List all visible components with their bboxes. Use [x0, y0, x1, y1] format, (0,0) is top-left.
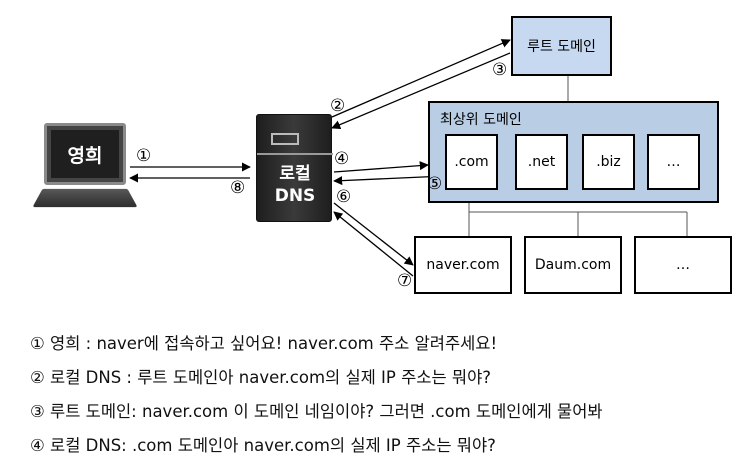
arrow-step6: [333, 202, 414, 266]
step-8-marker: ⑧: [230, 178, 246, 198]
laptop-icon: 영희: [44, 123, 126, 185]
note-1: ① 영희 : naver에 접속하고 싶어요! naver.com 주소 알려주…: [30, 334, 498, 353]
arrow-step5: [333, 175, 446, 186]
tld-net-box: .net: [515, 134, 568, 190]
laptop-screen: 영희: [51, 130, 119, 178]
daum-box: Daum.com: [524, 236, 622, 294]
tld-more-box: …: [647, 134, 700, 190]
daum-label: Daum.com: [534, 257, 612, 273]
step-7-marker: ⑦: [397, 271, 413, 291]
step-5-marker: ⑤: [427, 174, 443, 194]
naver-label: naver.com: [426, 257, 500, 273]
laptop-user-label: 영희: [67, 144, 103, 167]
local-dns-label-2: DNS: [274, 186, 316, 206]
arrow-step2: [331, 39, 511, 118]
note-3: ③ 루트 도메인: naver.com 이 도메인 네임이야? 그러면 .com…: [30, 402, 603, 421]
tld-more-label: …: [666, 154, 681, 170]
local-dns-server-icon: 로컬 DNS: [256, 114, 333, 222]
naver-box: naver.com: [414, 236, 512, 294]
root-domain-box: 루트 도메인: [511, 16, 612, 76]
tld-group-label: 최상위 도메인: [440, 112, 522, 128]
server-drive-slot: [271, 133, 299, 145]
tld-biz-box: .biz: [582, 134, 635, 190]
step-4-marker: ④: [334, 149, 350, 169]
step-6-marker: ⑥: [336, 187, 352, 207]
local-dns-label-1: 로컬: [279, 164, 311, 184]
step-1-marker: ①: [136, 146, 152, 166]
second-more-label: …: [676, 257, 690, 273]
tld-com-box: .com: [445, 134, 498, 190]
tld-biz-label: .biz: [596, 154, 621, 170]
note-2: ② 로컬 DNS : 루트 도메인아 naver.com의 실제 IP 주소는 …: [30, 368, 492, 387]
arrow-step3: [331, 52, 511, 130]
root-domain-label: 루트 도메인: [527, 39, 596, 55]
arrow-step7: [333, 211, 414, 277]
step-2-marker: ②: [330, 96, 346, 116]
tld-net-label: .net: [527, 154, 556, 170]
server-top-line: [257, 153, 333, 155]
laptop-base: [32, 188, 138, 208]
second-more-box: …: [634, 236, 732, 294]
step-3-marker: ③: [492, 60, 508, 80]
note-4: ④ 로컬 DNS: .com 도메인아 naver.com의 실제 IP 주소는…: [30, 436, 496, 455]
tld-com-label: .com: [454, 154, 489, 170]
arrow-step4: [333, 161, 429, 173]
